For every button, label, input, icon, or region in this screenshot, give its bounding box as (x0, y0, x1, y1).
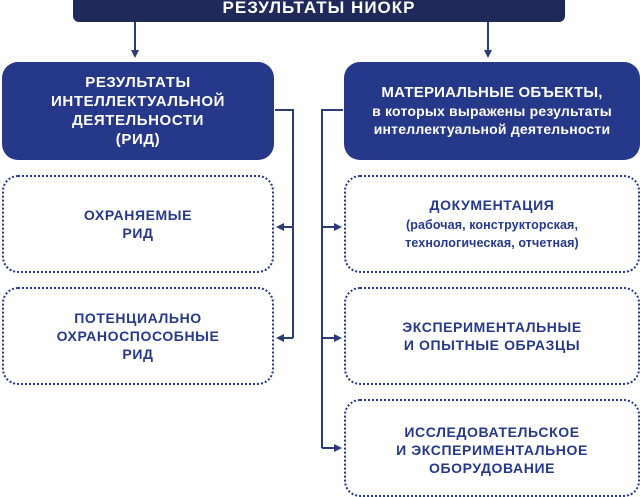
left-item-2-line-3: РИД (122, 346, 154, 362)
left-item-potential: ПОТЕНЦИАЛЬНО ОХРАНОСПОСОБНЫЕ РИД (2, 287, 274, 385)
right-item-1-line-1: ДОКУМЕНТАЦИЯ (429, 197, 555, 213)
left-item-2-line-1: ПОТЕНЦИАЛЬНО (74, 310, 202, 326)
right-item-equipment: ИССЛЕДОВАТЕЛЬСКОЕ И ЭКСПЕРИМЕНТАЛЬНОЕ ОБ… (344, 399, 640, 497)
right-item-documentation: ДОКУМЕНТАЦИЯ (рабочая, конструкторская, … (344, 175, 640, 273)
right-item-3-line-2: И ЭКСПЕРИМЕНТАЛЬНОЕ (396, 442, 588, 458)
right-header-line-3: интеллектуальной деятельности (373, 121, 611, 137)
left-bracket (275, 109, 294, 338)
left-item-2-line-2: ОХРАНОСПОСОБНЫЕ (56, 328, 220, 344)
right-item-1-sub-1: (рабочая, конструкторская, (405, 218, 579, 232)
right-bracket (321, 109, 343, 448)
left-header-line-1: РЕЗУЛЬТАТЫ (85, 74, 191, 91)
right-item-2-line-2: И ОПЫТНЫЕ ОБРАЗЦЫ (403, 337, 581, 353)
top-box: РЕЗУЛЬТАТЫ НИОКР (73, 0, 565, 22)
left-header-line-4: (РИД) (115, 131, 161, 148)
right-item-3-line-3: ОБОРУДОВАНИЕ (428, 460, 556, 476)
right-header-box: МАТЕРИАЛЬНЫЕ ОБЪЕКТЫ, в которых выражены… (344, 62, 640, 160)
left-header-line-2: ИНТЕЛЛЕКТУАЛЬНОЙ (51, 93, 225, 110)
left-header-box: РЕЗУЛЬТАТЫ ИНТЕЛЛЕКТУАЛЬНОЙ ДЕЯТЕЛЬНОСТИ… (2, 62, 274, 160)
left-item-1-line-2: РИД (122, 225, 154, 241)
right-header-line-2: в которых выражены результаты (372, 103, 612, 119)
right-item-1-sub-2: технологическая, отчетная) (405, 236, 579, 250)
right-item-2-line-1: ЭКСПЕРИМЕНТАЛЬНЫЕ (402, 319, 582, 335)
left-header-line-3: ДЕЯТЕЛЬНОСТИ (71, 112, 205, 129)
left-item-protected: ОХРАНЯЕМЫЕ РИД (2, 175, 274, 273)
left-item-1-line-1: ОХРАНЯЕМЫЕ (83, 207, 193, 223)
right-item-3-line-1: ИССЛЕДОВАТЕЛЬСКОЕ (404, 424, 580, 440)
top-title: РЕЗУЛЬТАТЫ НИОКР (222, 0, 416, 17)
right-item-samples: ЭКСПЕРИМЕНТАЛЬНЫЕ И ОПЫТНЫЕ ОБРАЗЦЫ (344, 287, 640, 385)
right-header-line-1: МАТЕРИАЛЬНЫЕ ОБЪЕКТЫ, (381, 84, 603, 101)
connector-lines (131, 22, 492, 452)
